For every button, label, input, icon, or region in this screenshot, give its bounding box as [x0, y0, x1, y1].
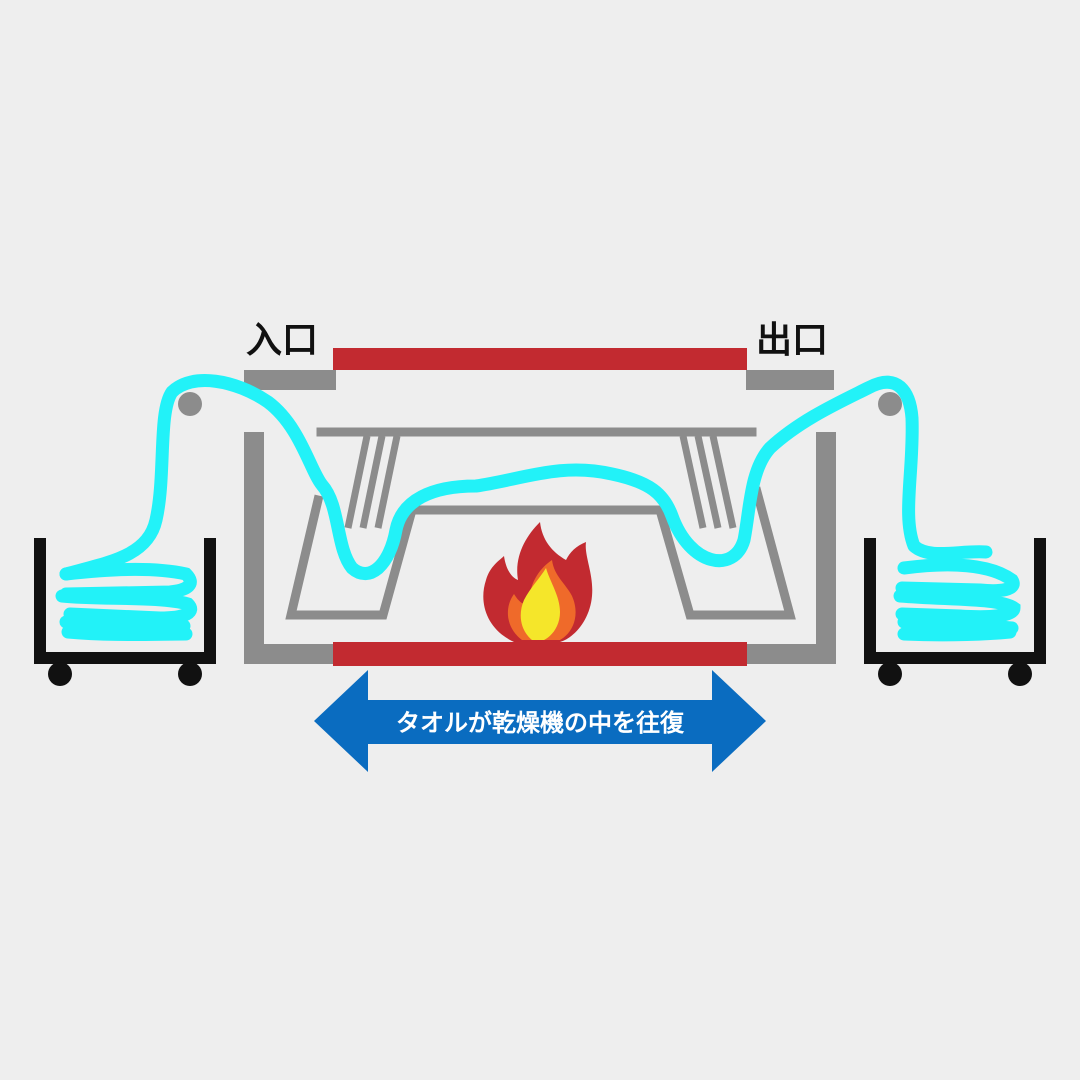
entrance-cart [34, 538, 216, 686]
exit-cart-wheel-right [1008, 662, 1032, 686]
exit-roller [878, 392, 902, 416]
flame-icon [483, 522, 593, 642]
towel-stack-right [893, 558, 1021, 642]
entrance-cart-wheel-right [178, 662, 202, 686]
housing-left-wall [244, 432, 264, 664]
conveyor-rails [285, 427, 796, 620]
entrance-cart-wheel-left [48, 662, 72, 686]
towel-stack-left [55, 562, 198, 641]
top-heater-band [333, 348, 747, 370]
bottom-heater-band [333, 642, 747, 666]
exit-cart [864, 538, 1046, 686]
housing-top-left-ledge [244, 370, 336, 390]
towel-path [59, 374, 993, 581]
housing-bottom-right [746, 644, 836, 664]
right-guide-slats [679, 435, 737, 529]
left-guide-slats [344, 435, 401, 529]
exit-cart-wheel-left [878, 662, 902, 686]
housing-right-wall [816, 432, 836, 664]
arrow-caption: タオルが乾燥機の中を往復 [396, 709, 685, 737]
double-arrow-icon [314, 670, 766, 772]
housing-bottom-left [244, 644, 336, 664]
exit-label: 出口 [756, 320, 828, 361]
entrance-label: 入口 [246, 320, 318, 361]
dryer-housing [244, 370, 836, 664]
left-rail-ramp [285, 486, 796, 620]
housing-top-right-ledge [746, 370, 834, 390]
entrance-roller [178, 392, 202, 416]
